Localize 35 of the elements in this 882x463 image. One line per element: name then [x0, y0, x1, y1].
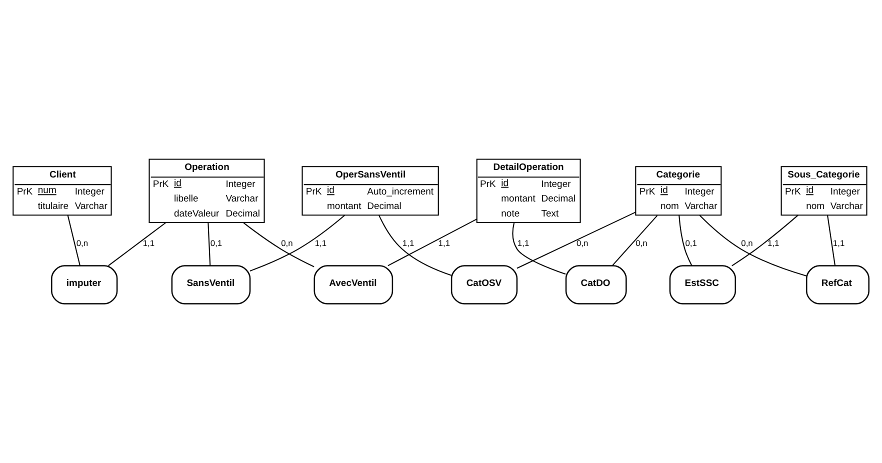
node-box: EstSSC	[669, 265, 736, 304]
connector	[678, 215, 692, 266]
node-box: AvecVentil	[314, 265, 394, 304]
connector	[827, 215, 836, 266]
connector	[378, 215, 452, 276]
edge-label: 1,1	[517, 238, 530, 248]
node-box: CatDO	[565, 265, 627, 304]
connector	[732, 214, 798, 266]
connector	[243, 222, 314, 268]
connector	[612, 215, 658, 266]
connector	[208, 222, 211, 266]
edge-label: 1,1	[142, 238, 155, 248]
connector	[67, 215, 80, 266]
connector	[516, 212, 636, 269]
edge-label: 0,n	[76, 238, 88, 248]
edge-label: 1,1	[832, 238, 845, 248]
connector	[250, 214, 346, 272]
connector	[512, 222, 566, 275]
node-box: RefCat	[806, 265, 870, 304]
connector	[108, 222, 166, 266]
edge-label: 0,n	[741, 238, 753, 248]
edge-label: 1,1	[402, 238, 414, 248]
node-box: imputer	[51, 265, 118, 304]
connector	[388, 218, 477, 266]
edge-label: 1,1	[438, 238, 450, 248]
edge-label: 1,1	[768, 238, 780, 248]
edge-label: 0,n	[281, 238, 293, 248]
edge-label: 0,n	[636, 238, 648, 248]
connector	[699, 215, 807, 276]
edge-label: 1,1	[314, 238, 327, 248]
edge-label: 0,1	[685, 238, 697, 248]
node-box: CatOSV	[450, 265, 518, 304]
node-box: SansVentil	[171, 265, 251, 304]
edge-label: 0,1	[210, 238, 222, 248]
edge-label: 0,n	[576, 238, 588, 248]
